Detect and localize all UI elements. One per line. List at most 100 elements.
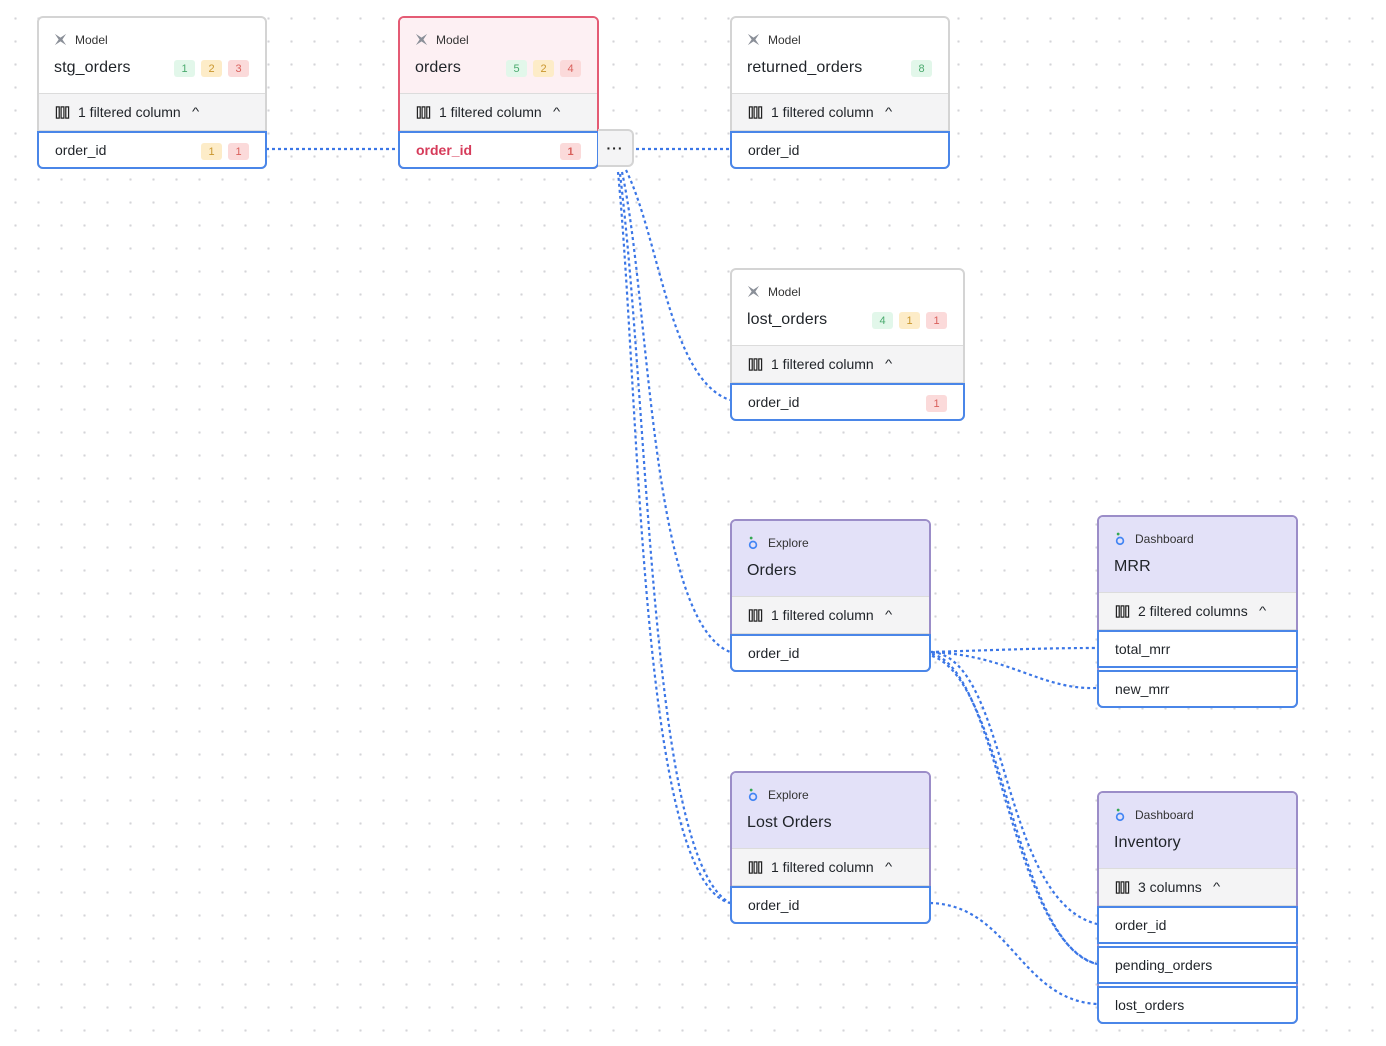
node-dashboard-mrr[interactable]: Dashboard MRR 2 filtered columns ^ total… — [1097, 515, 1298, 708]
column-name: total_mrr — [1115, 641, 1171, 657]
badge-green: 4 — [872, 312, 893, 329]
edge-orders-to-lost-orders — [625, 169, 731, 402]
columns-icon — [55, 105, 70, 119]
node-explore-orders[interactable]: Explore Orders 1 filtered column ^ order… — [730, 519, 931, 672]
chevron-up-icon[interactable]: ^ — [191, 106, 199, 118]
column-menu-button[interactable]: ··· — [598, 129, 634, 167]
column-row[interactable]: total_mrr — [1097, 630, 1298, 668]
filter-label: 1 filtered column — [771, 607, 874, 623]
column-filter-toggle[interactable]: 1 filtered column ^ — [400, 94, 597, 131]
columns-icon — [748, 357, 763, 371]
node-type: Dashboard — [1113, 807, 1194, 822]
column-row[interactable]: lost_orders — [1097, 986, 1298, 1024]
column-badges: 1 — [560, 143, 581, 160]
columns-icon — [748, 105, 763, 119]
columns-icon — [748, 860, 763, 874]
filter-label: 1 filtered column — [771, 104, 874, 120]
edge-orders-to-explore-orders — [620, 171, 731, 654]
chevron-up-icon[interactable]: ^ — [552, 106, 560, 118]
node-header[interactable]: Model lost_orders 4 1 1 — [732, 270, 963, 346]
badge-red: 1 — [560, 143, 581, 160]
columns-icon — [416, 105, 431, 119]
edge-explore-lost-orders-to-lost-orders — [929, 901, 1098, 1006]
column-row-selected[interactable]: order_id 1 — [398, 131, 599, 169]
node-type-label: Dashboard — [1135, 807, 1194, 822]
chevron-up-icon[interactable]: ^ — [884, 609, 892, 621]
node-type: Explore — [746, 787, 809, 802]
node-header[interactable]: Dashboard MRR — [1099, 517, 1296, 593]
column-row[interactable]: order_id — [730, 131, 950, 169]
columns-icon — [1115, 604, 1130, 618]
column-name: order_id — [748, 645, 800, 661]
edge-orders-to-explore-lost-orders-a — [616, 171, 731, 905]
node-explore-lost-orders[interactable]: Explore Lost Orders 1 filtered column ^ … — [730, 771, 931, 924]
column-filter-toggle[interactable]: 1 filtered column ^ — [732, 346, 963, 383]
node-dashboard-inventory[interactable]: Dashboard Inventory 3 columns ^ order_id… — [1097, 791, 1298, 1024]
column-name: order_id — [748, 897, 800, 913]
node-badges: 5 2 4 — [506, 60, 581, 77]
looker-icon — [748, 788, 758, 802]
node-lost-orders[interactable]: Model lost_orders 4 1 1 1 filtered colum… — [730, 268, 965, 421]
badge-yellow: 2 — [533, 60, 554, 77]
column-row[interactable]: order_id 1 1 — [37, 131, 267, 169]
badge-red: 4 — [560, 60, 581, 77]
node-stg-orders[interactable]: Model stg_orders 1 2 3 1 filtered column… — [37, 16, 267, 169]
badge-yellow: 1 — [899, 312, 920, 329]
column-row[interactable]: order_id — [730, 634, 931, 672]
filter-label: 1 filtered column — [771, 859, 874, 875]
filter-label: 2 filtered columns — [1138, 603, 1248, 619]
column-row[interactable]: order_id — [1097, 906, 1298, 944]
badge-red: 1 — [926, 395, 947, 412]
columns-icon — [748, 608, 763, 622]
node-type-label: Model — [75, 32, 108, 47]
column-name: order_id — [1115, 917, 1167, 933]
chevron-up-icon[interactable]: ^ — [884, 861, 892, 873]
node-returned-orders[interactable]: Model returned_orders 8 1 filtered colum… — [730, 16, 950, 169]
columns-icon — [1115, 880, 1130, 894]
node-header[interactable]: Model returned_orders 8 — [732, 18, 948, 94]
node-type-label: Dashboard — [1135, 531, 1194, 546]
badge-red: 1 — [926, 312, 947, 329]
column-row[interactable]: order_id 1 — [730, 383, 965, 421]
looker-icon — [1115, 808, 1125, 822]
chevron-up-icon[interactable]: ^ — [884, 106, 892, 118]
node-header[interactable]: Model orders 5 2 4 — [400, 18, 597, 94]
node-type: Model — [53, 32, 108, 47]
node-title: Lost Orders — [747, 814, 832, 831]
column-row[interactable]: order_id — [730, 886, 931, 924]
column-row[interactable]: new_mrr — [1097, 670, 1298, 708]
column-filter-toggle[interactable]: 1 filtered column ^ — [732, 597, 929, 634]
node-header[interactable]: Dashboard Inventory — [1099, 793, 1296, 869]
edge-explore-orders-to-pending-orders-a — [931, 652, 1098, 966]
node-title: Orders — [747, 562, 797, 579]
column-row[interactable]: pending_orders — [1097, 946, 1298, 984]
node-title: MRR — [1114, 558, 1151, 575]
node-type: Model — [746, 284, 801, 299]
node-title: returned_orders — [747, 59, 863, 76]
dbt-model-icon — [747, 285, 760, 298]
chevron-up-icon[interactable]: ^ — [1212, 881, 1221, 893]
node-orders[interactable]: Model orders 5 2 4 1 filtered column ^ o… — [398, 16, 599, 169]
node-header[interactable]: Explore Orders — [732, 521, 929, 597]
column-filter-toggle[interactable]: 1 filtered column ^ — [39, 94, 265, 131]
looker-icon — [1115, 532, 1125, 546]
node-badges: 8 — [911, 60, 932, 77]
node-header[interactable]: Model stg_orders 1 2 3 — [39, 18, 265, 94]
filter-label: 1 filtered column — [439, 104, 542, 120]
column-filter-toggle[interactable]: 1 filtered column ^ — [732, 849, 929, 886]
node-type: Model — [414, 32, 469, 47]
column-filter-toggle[interactable]: 1 filtered column ^ — [732, 94, 948, 131]
badge-red: 1 — [228, 143, 249, 160]
dbt-model-icon — [747, 33, 760, 46]
node-header[interactable]: Explore Lost Orders — [732, 773, 929, 849]
column-filter-toggle[interactable]: 2 filtered columns ^ — [1099, 593, 1296, 630]
looker-icon — [748, 536, 758, 550]
badge-green: 1 — [174, 60, 195, 77]
chevron-up-icon[interactable]: ^ — [1258, 605, 1266, 617]
node-badges: 1 2 3 — [174, 60, 249, 77]
column-filter-toggle[interactable]: 3 columns ^ — [1099, 869, 1296, 906]
chevron-up-icon[interactable]: ^ — [884, 358, 892, 370]
badge-green: 8 — [911, 60, 932, 77]
badge-green: 5 — [506, 60, 527, 77]
